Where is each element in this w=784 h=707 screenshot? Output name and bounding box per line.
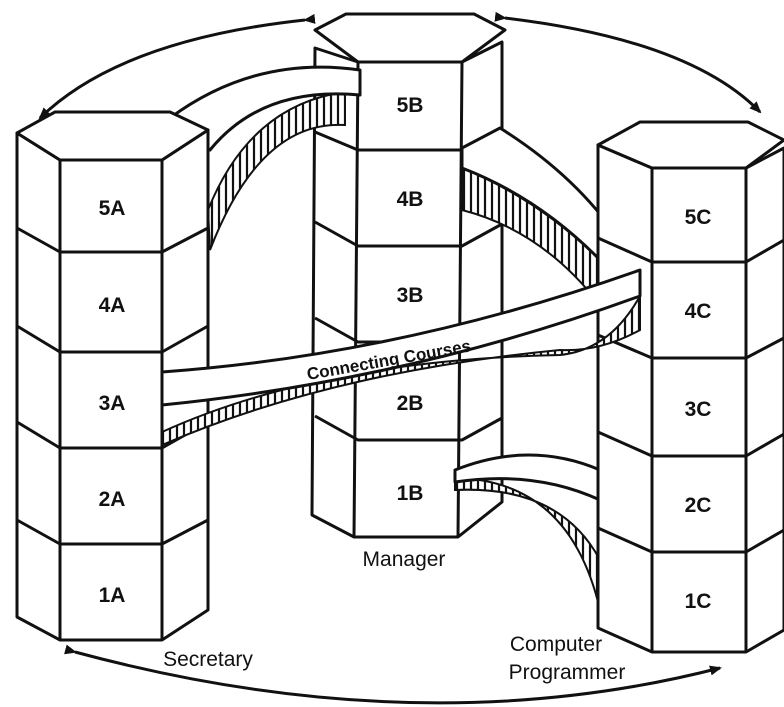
level-5c-label: 5C bbox=[685, 206, 712, 229]
level-4a-label: 4A bbox=[99, 294, 126, 317]
caption-manager: Manager bbox=[363, 548, 446, 571]
level-1b-label: 1B bbox=[397, 482, 424, 505]
arrow-top-left bbox=[38, 13, 316, 120]
bridge-1b-1c bbox=[453, 453, 602, 611]
level-3b-label: 3B bbox=[397, 284, 424, 307]
column-a: 5A 4A 3A 2A 1A bbox=[15, 110, 210, 642]
circulation-arrows bbox=[38, 11, 762, 705]
caption-secretary: Secretary bbox=[163, 648, 253, 671]
level-2c-label: 2C bbox=[685, 494, 712, 517]
level-1a-label: 1A bbox=[99, 584, 126, 607]
level-4b-label: 4B bbox=[397, 188, 424, 211]
arrow-top-right bbox=[494, 11, 762, 114]
column-c: 5C 4C 3C 2C 1C bbox=[596, 120, 784, 654]
arrow-bottom bbox=[64, 644, 722, 705]
caption-computer: Computer bbox=[510, 633, 602, 656]
level-5b-label: 5B bbox=[397, 94, 424, 117]
level-3a-label: 3A bbox=[99, 392, 126, 415]
level-5a-label: 5A bbox=[99, 197, 126, 220]
level-1c-label: 1C bbox=[685, 590, 712, 613]
caption-programmer: Programmer bbox=[509, 661, 626, 684]
level-4c-label: 4C bbox=[685, 300, 712, 323]
level-2a-label: 2A bbox=[99, 488, 126, 511]
bridge-5a-5b bbox=[168, 65, 362, 251]
level-2b-label: 2B bbox=[397, 392, 424, 415]
level-3c-label: 3C bbox=[685, 398, 712, 421]
bridge-4b-4c bbox=[460, 126, 620, 303]
